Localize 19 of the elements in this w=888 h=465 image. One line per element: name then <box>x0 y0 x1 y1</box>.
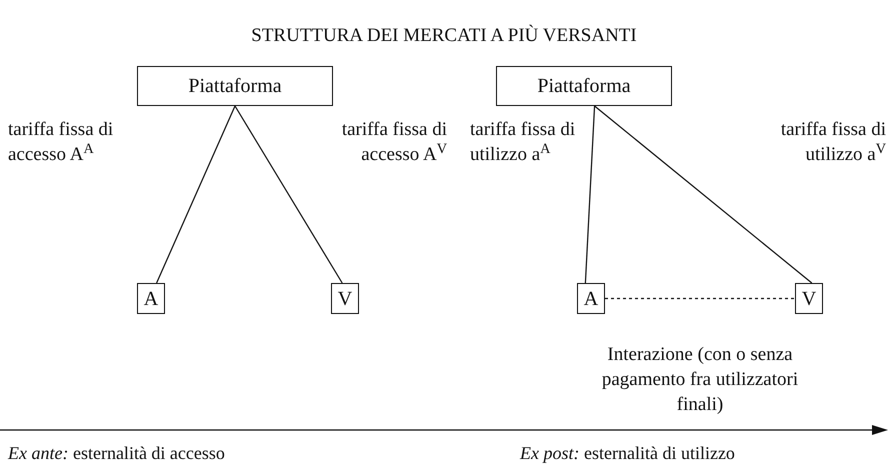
note-text: Ex ante: esternalità di accesso <box>8 442 225 465</box>
edge-label: tariffa fissa di accesso A$^{A}$ <box>8 118 114 167</box>
connector-line <box>156 106 236 284</box>
edge-label: tariffa fissa di utilizzo a$^{A}$ <box>470 118 576 167</box>
note-text: Ex post: esternalità di utilizzo <box>520 442 735 465</box>
connector-line <box>594 106 812 284</box>
node-box: V <box>795 283 823 314</box>
node-box: Piattaforma <box>496 66 672 106</box>
node-box: Piattaforma <box>137 66 333 106</box>
connector-line <box>234 106 343 284</box>
node-box: A <box>137 283 165 314</box>
connector-line <box>584 106 596 284</box>
title: STRUTTURA DEI MERCATI A PIÙ VERSANTI <box>250 24 638 48</box>
dashed-line <box>605 298 795 300</box>
edge-label: tariffa fissa di utilizzo a$^{V}$ <box>780 118 886 167</box>
node-box: V <box>331 283 359 314</box>
edge-label: Interazione (con o senza pagamento fra utilizzatori finali) <box>600 343 800 417</box>
node-box: A <box>577 283 605 314</box>
edge-label: tariffa fissa di accesso A$^{V}$ <box>340 118 447 167</box>
